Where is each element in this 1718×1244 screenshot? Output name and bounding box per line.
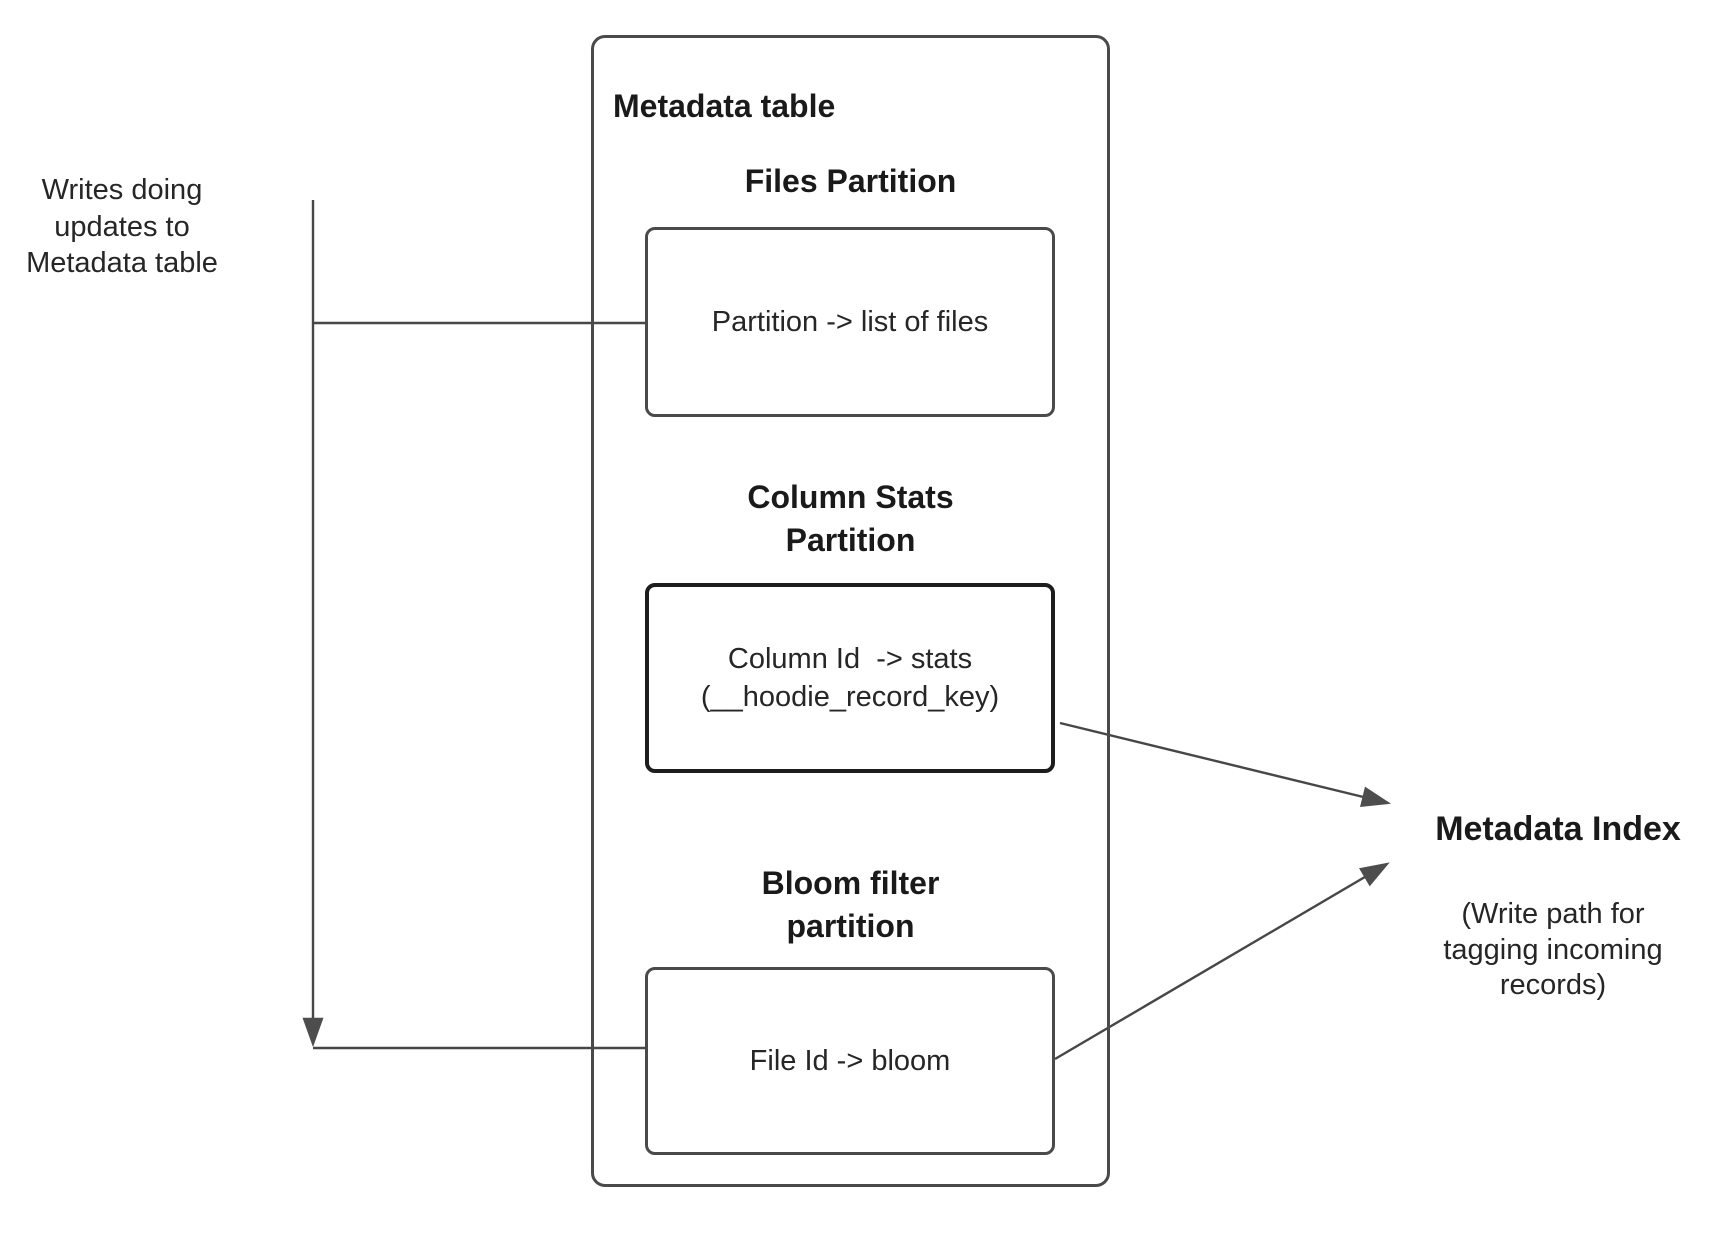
files-partition-box: Partition -> list of files [645, 227, 1055, 417]
writes-annotation: Writes doing updates to Metadata table [26, 174, 218, 279]
bloom-filter-box-text: File Id -> bloom [749, 1045, 951, 1077]
metadata-table-title: Metadata table [613, 88, 836, 124]
files-partition-box-text: Partition -> list of files [711, 306, 989, 338]
column-stats-box-text: Column Id -> stats (__hoodie_record_key) [700, 643, 1000, 713]
bloom-filter-heading: Bloom filter partition [761, 865, 940, 944]
bloom-filter-box: File Id -> bloom [645, 967, 1055, 1155]
column-stats-heading: Column Stats Partition [747, 479, 954, 558]
metadata-index-subtitle: (Write path for tagging incoming records… [1443, 898, 1663, 1001]
metadata-table-box [591, 35, 1110, 1187]
column-stats-box: Column Id -> stats (__hoodie_record_key) [645, 583, 1055, 773]
metadata-index-title: Metadata Index [1435, 810, 1681, 848]
files-partition-heading: Files Partition [744, 163, 957, 199]
